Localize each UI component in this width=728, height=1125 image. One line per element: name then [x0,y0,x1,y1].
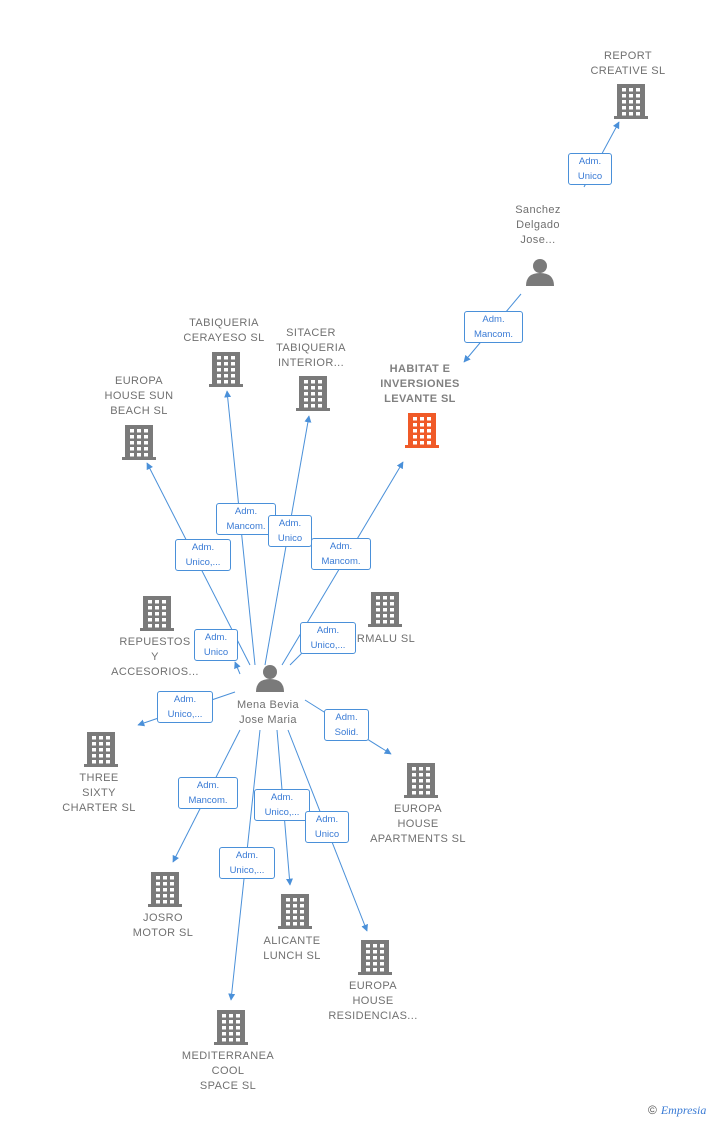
building-icon-josro[interactable] [148,872,182,907]
node-label-sanchez[interactable]: Sanchez Delgado Jose... [515,204,561,246]
node-label-mena[interactable]: Mena Bevia Jose Maria [236,699,300,726]
node-label-europa_sun[interactable]: EUROPA HOUSE SUN BEACH SL [104,375,174,417]
building-icon-three[interactable] [84,732,118,767]
role-badge-mena-to-mediterranea[interactable]: Adm. Unico,... [219,847,275,879]
role-badge-sanchez-to-habitat[interactable]: Adm. Mancom. [464,311,523,343]
person-icon-sanchez[interactable] [526,259,554,286]
building-icon-europa_res[interactable] [358,940,392,975]
edge-mena-to-repuestos [234,661,241,675]
role-badge-mena-to-three[interactable]: Adm. Unico,... [157,691,213,723]
building-icon-europa_apts[interactable] [404,763,438,798]
node-label-sitacer[interactable]: SITACER TABIQUERIA INTERIOR... [276,327,346,369]
building-icon-mediterranea[interactable] [214,1010,248,1045]
role-badge-mena-to-rmalu[interactable]: Adm. Unico,... [300,622,356,654]
node-label-alicante[interactable]: ALICANTE LUNCH SL [263,935,321,962]
node-label-europa_res[interactable]: EUROPA HOUSE RESIDENCIAS... [328,980,418,1022]
node-label-europa_apts[interactable]: EUROPA HOUSE APARTMENTS SL [370,803,466,845]
role-badge-mena-to-alicante[interactable]: Adm. Unico,... [254,789,310,821]
building-icon-tabiqueria[interactable] [209,352,243,387]
building-icon-sitacer[interactable] [296,376,330,411]
node-label-josro[interactable]: JOSRO MOTOR SL [132,912,194,939]
role-badge-mena-to-habitat[interactable]: Adm. Mancom. [311,538,371,570]
building-icon-repuestos[interactable] [140,596,174,631]
person-icon-mena[interactable] [256,665,284,692]
node-label-three[interactable]: THREE SIXTY CHARTER SL [62,772,136,814]
role-badge-sanchez-to-report[interactable]: Adm. Unico [568,153,612,185]
node-label-report[interactable]: REPORT CREATIVE SL [590,50,666,77]
node-label-tabiqueria[interactable]: TABIQUERIA CERAYESO SL [183,317,265,344]
building-icon-europa_sun[interactable] [122,425,156,460]
role-badge-mena-to-europa_sun[interactable]: Adm. Unico,... [175,539,231,571]
role-badge-mena-to-sitacer[interactable]: Adm. Unico [268,515,312,547]
copyright-symbol: © [648,1103,657,1117]
building-icon-alicante[interactable] [278,894,312,929]
empresia-credit[interactable]: ©Empresia [648,1103,706,1118]
building-icon-rmalu[interactable] [368,592,402,627]
role-badge-mena-to-repuestos[interactable]: Adm. Unico [194,629,238,661]
role-badge-mena-to-europa_res[interactable]: Adm. Unico [305,811,349,843]
role-badge-mena-to-europa_apts[interactable]: Adm. Solid. [324,709,369,741]
node-label-mediterranea[interactable]: MEDITERRANEA COOL SPACE SL [181,1050,275,1092]
node-label-repuestos[interactable]: REPUESTOS Y ACCESORIOS... [111,636,199,678]
building-icon-report[interactable] [614,84,648,119]
node-label-rmalu[interactable]: RMALU SL [356,633,416,645]
empresia-logo: Empresia [660,1103,707,1117]
node-label-habitat[interactable]: HABITAT E INVERSIONES LEVANTE SL [380,363,460,405]
building-icon-habitat[interactable] [405,413,439,448]
role-badge-mena-to-tabiqueria[interactable]: Adm. Mancom. [216,503,276,535]
role-badge-mena-to-josro[interactable]: Adm. Mancom. [178,777,238,809]
